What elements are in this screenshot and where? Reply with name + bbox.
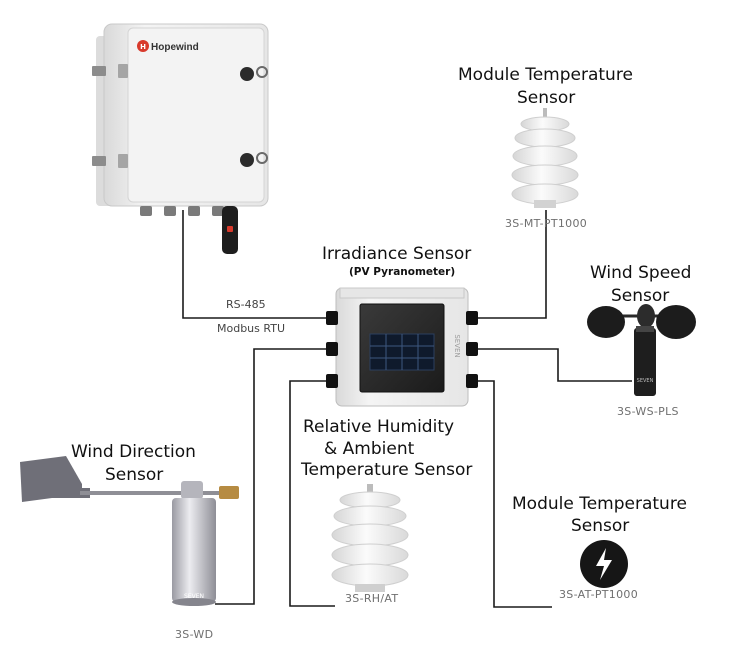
enclosure-door bbox=[127, 27, 265, 203]
rs485-label: RS-485 bbox=[226, 298, 266, 311]
cable-module-temp-bottom-to-irradiance bbox=[478, 380, 552, 608]
enclosure-latch-bottom bbox=[240, 152, 268, 167]
module-temp-top-model: 3S-MT-PT1000 bbox=[505, 217, 588, 230]
module-temp-bottom-title-line1: Module Temperature bbox=[512, 494, 687, 514]
humidity-title-line2: & Ambient bbox=[324, 439, 415, 459]
wind-speed-brand: SEVEN bbox=[637, 378, 654, 384]
vane-body bbox=[172, 498, 216, 602]
controller-enclosure: H Hopewind bbox=[92, 23, 269, 254]
humidity-title-line3: Temperature Sensor bbox=[301, 460, 473, 480]
vane-arm bbox=[80, 491, 220, 495]
wind-direction-vane: SEVEN bbox=[20, 456, 239, 606]
antenna-dongle bbox=[222, 206, 238, 254]
humidity-ambient-shield bbox=[331, 484, 409, 592]
module-temp-top-title-line2: Sensor bbox=[517, 88, 576, 108]
wind-speed-title-line1: Wind Speed bbox=[590, 263, 692, 283]
enclosure-mount-brackets bbox=[92, 64, 128, 168]
enclosure-latch-top bbox=[240, 66, 268, 81]
wind-direction-title-line1: Wind Direction bbox=[71, 442, 196, 462]
module-temp-top-title-line1: Module Temperature bbox=[458, 65, 633, 85]
wind-direction-title-line2: Sensor bbox=[105, 465, 164, 485]
module-temp-top-shield bbox=[511, 108, 579, 208]
hopewind-logo: H Hopewind bbox=[137, 40, 199, 53]
cable-wind-speed-to-irradiance bbox=[478, 348, 632, 382]
irradiance-ports-right bbox=[466, 311, 478, 388]
irradiance-ports-left bbox=[326, 311, 338, 388]
humidity-title-line1: Relative Humidity bbox=[303, 417, 455, 437]
cables bbox=[182, 210, 632, 608]
module-temp-bottom-probe bbox=[580, 540, 628, 588]
cable-humidity-to-irradiance bbox=[289, 380, 335, 607]
irradiance-sensor-device: SEVEN bbox=[326, 287, 478, 407]
cable-module-temp-top-to-irradiance bbox=[478, 210, 547, 319]
svg-text:H: H bbox=[140, 43, 146, 51]
irradiance-sensor-title: Irradiance Sensor bbox=[322, 244, 472, 264]
irradiance-bracket bbox=[339, 287, 465, 299]
irradiance-sensor-subtitle: (PV Pyranometer) bbox=[349, 266, 456, 278]
wind-speed-anemometer: SEVEN bbox=[587, 304, 696, 396]
wind-direction-model: 3S-WD bbox=[175, 628, 214, 641]
wind-speed-title-line2: Sensor bbox=[611, 286, 670, 306]
humidity-model: 3S-RH/AT bbox=[345, 592, 399, 605]
wind-speed-model: 3S-WS-PLS bbox=[617, 405, 679, 418]
wind-direction-brand: SEVEN bbox=[184, 593, 204, 600]
modbus-rtu-label: Modbus RTU bbox=[217, 322, 285, 335]
module-temp-bottom-model: 3S-AT-PT1000 bbox=[559, 588, 639, 601]
cable-wind-direction-to-irradiance bbox=[215, 348, 328, 605]
irradiance-brand: SEVEN bbox=[453, 334, 461, 357]
module-temp-bottom-title-line2: Sensor bbox=[571, 516, 630, 536]
cable-controller-to-irradiance bbox=[182, 210, 327, 319]
hopewind-logo-text: Hopewind bbox=[151, 42, 199, 53]
pv-cell bbox=[369, 333, 435, 371]
cable-glands bbox=[140, 206, 224, 216]
vane-counterweight bbox=[219, 486, 239, 499]
